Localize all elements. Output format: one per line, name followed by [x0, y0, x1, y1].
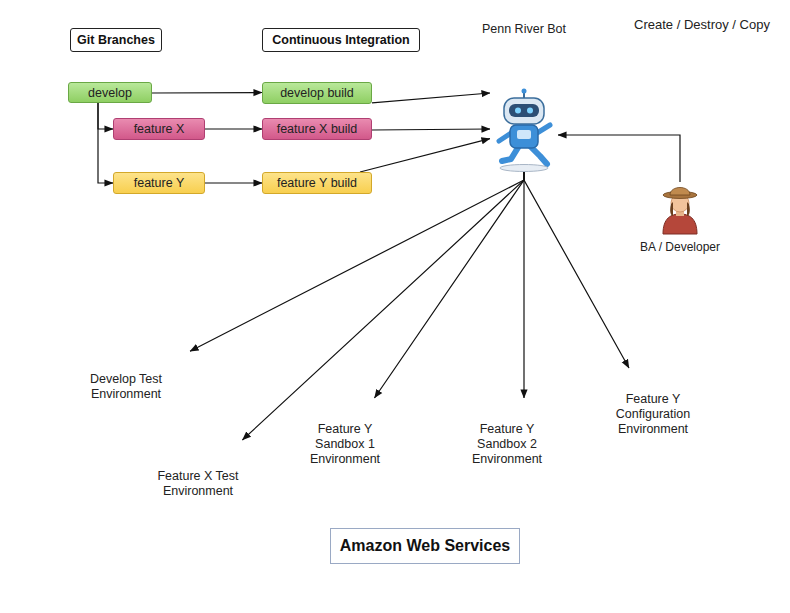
bot-name: Penn River Bot [482, 22, 566, 36]
connector-arrow [524, 172, 629, 368]
box-label: feature X [134, 122, 185, 136]
section-header: Continuous Integration [262, 28, 420, 52]
bubble-label: Create / Destroy / Copy [634, 17, 770, 32]
box-label: feature Y [134, 176, 185, 190]
connector-arrow [190, 172, 524, 351]
environment-cloud: Feature Y Configuration Environment [584, 368, 722, 454]
connector-arrow [98, 103, 113, 183]
speech-bubble: Create / Destroy / Copy [622, 3, 782, 45]
box-label: develop [88, 86, 132, 100]
box-label: feature Y build [277, 176, 357, 190]
box-label: develop build [280, 86, 354, 100]
branch-box: feature X [113, 118, 205, 140]
header-text: Continuous Integration [272, 33, 409, 47]
person-label: BA / Developer [630, 240, 730, 254]
branch-box: develop [68, 82, 152, 103]
environment-cloud: Feature Y Sandbox 1 Environment [278, 398, 412, 484]
region-title-box: Amazon Web Services [330, 528, 520, 564]
connector-arrow [360, 139, 490, 172]
section-header: Git Branches [70, 28, 162, 52]
build-box: feature X build [262, 118, 372, 140]
connector-arrow [205, 182, 262, 183]
build-box: develop build [262, 82, 372, 104]
connector-arrow [558, 135, 680, 182]
robot-illustration [490, 88, 558, 172]
header-text: Git Branches [77, 33, 155, 47]
environment-cloud: Feature X Test Environment [130, 440, 266, 522]
build-box: feature Y build [262, 172, 372, 194]
environment-name: Feature Y Sandbox 2 Environment [464, 422, 550, 467]
connector-arrow [523, 172, 524, 398]
region-title: Amazon Web Services [340, 537, 510, 555]
connector-arrow [372, 129, 490, 130]
cloud-region: Amazon Web Services Develop Test Environm… [15, 232, 778, 606]
box-label: feature X build [277, 122, 358, 136]
environment-name: Develop Test Environment [85, 372, 167, 402]
environment-name: Feature X Test Environment [155, 469, 242, 499]
connector-arrow [372, 93, 490, 103]
environment-name: Feature Y Sandbox 1 Environment [302, 422, 388, 467]
bubble-text: Create / Destroy / Copy [622, 3, 782, 45]
role-name: BA / Developer [640, 240, 720, 254]
person-illustration [655, 182, 705, 234]
bot-label: Penn River Bot [474, 22, 574, 38]
environment-name: Feature Y Configuration Environment [609, 392, 697, 437]
person-icon: BA / Developer [630, 182, 730, 254]
environment-cloud: Feature Y Sandbox 2 Environment [440, 398, 574, 484]
environment-cloud: Develop Test Environment [62, 343, 190, 425]
connector-arrow [205, 128, 262, 129]
connector-arrow [152, 92, 262, 94]
connector-arrow [375, 172, 525, 398]
branch-box: feature Y [113, 172, 205, 194]
connector-arrow [98, 103, 113, 129]
connector-arrow [242, 172, 524, 440]
bot-icon: Penn River Bot [490, 88, 558, 172]
